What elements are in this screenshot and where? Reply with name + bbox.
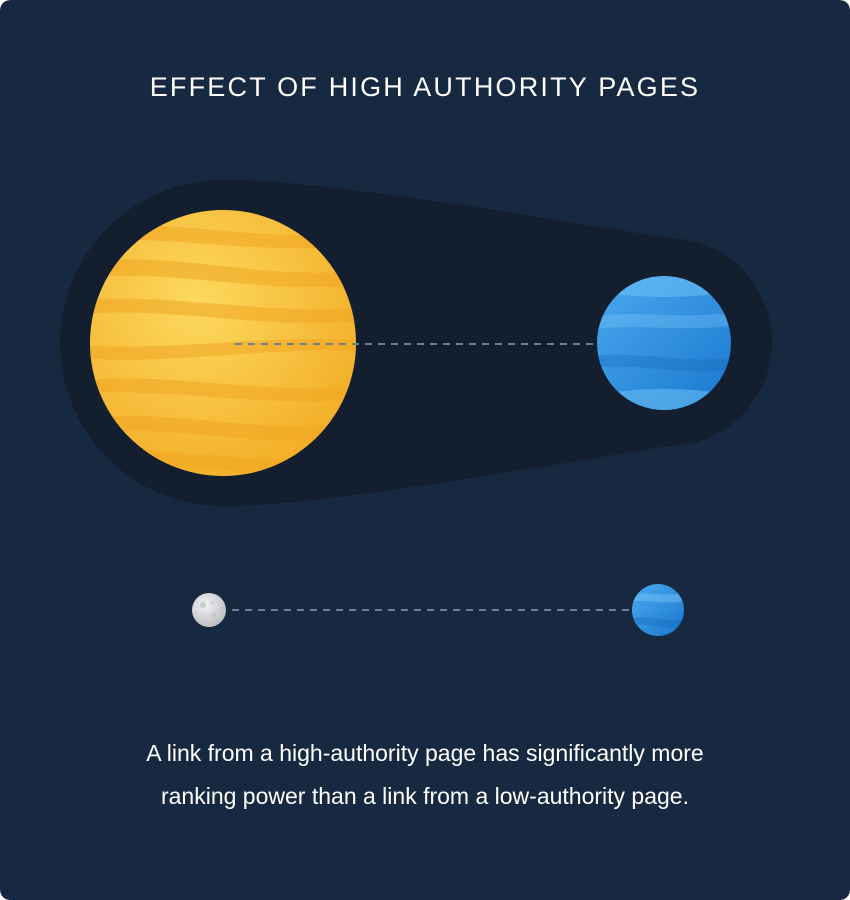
- planet-icon: [632, 584, 684, 636]
- moon-icon: [192, 593, 226, 627]
- caption: A link from a high-authority page has si…: [40, 732, 810, 818]
- caption-line-1: A link from a high-authority page has si…: [146, 740, 704, 766]
- page-title: EFFECT OF HIGH AUTHORITY PAGES: [149, 72, 701, 102]
- sun-icon: [90, 210, 356, 476]
- caption-line-2: ranking power than a link from a low-aut…: [160, 783, 689, 809]
- planet-icon: [597, 276, 731, 410]
